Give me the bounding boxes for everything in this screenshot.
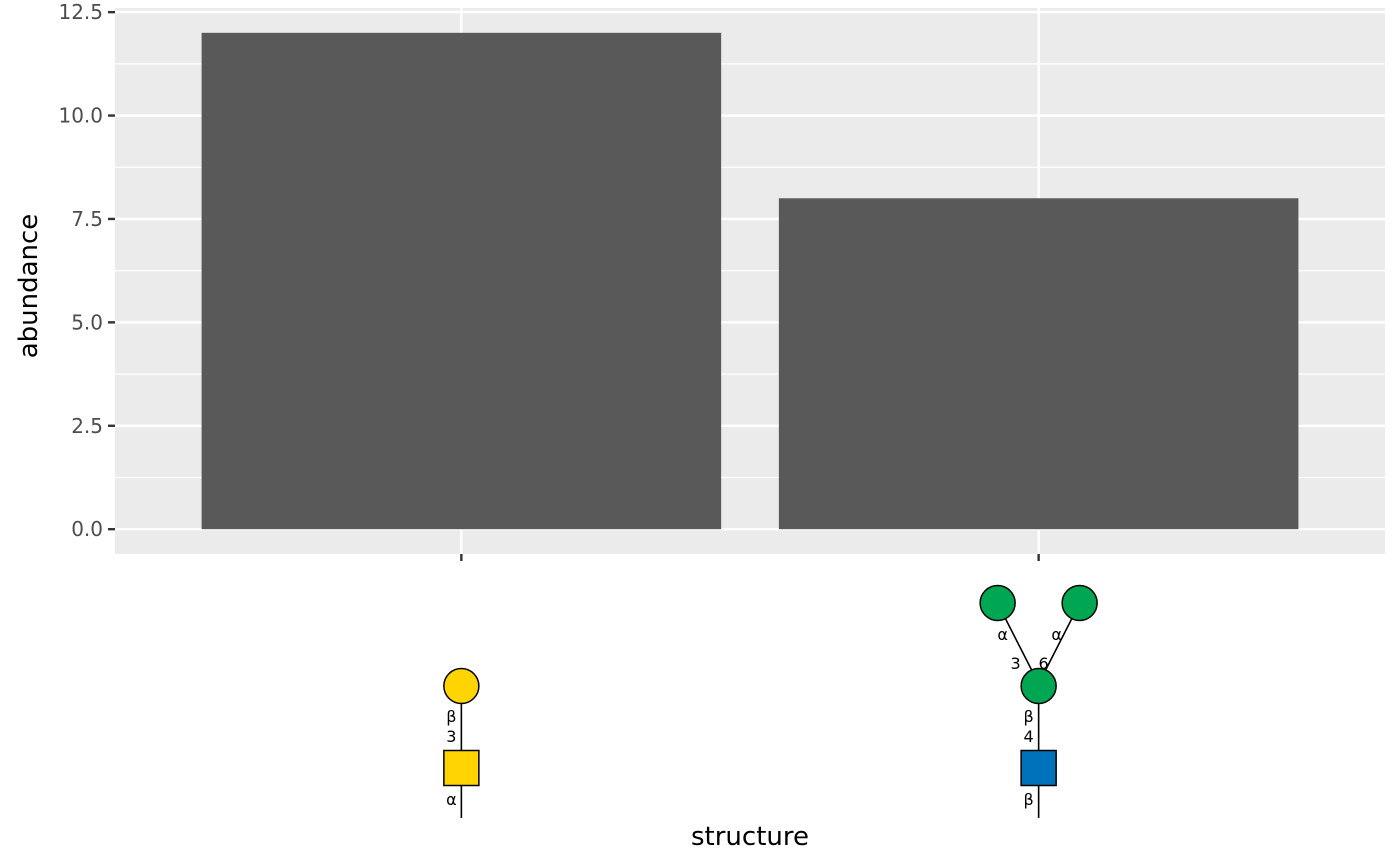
square-residue-icon [1020, 749, 1057, 787]
glycan-structure: α β3 [443, 667, 480, 818]
bar [201, 32, 722, 530]
linkage-label: β [1024, 707, 1034, 726]
y-tick-label: 12.5 [58, 0, 103, 24]
y-axis-title: abundance [14, 214, 44, 359]
y-tick-label: 2.5 [71, 414, 103, 438]
x-axis [460, 554, 1040, 561]
linkage-label: α [446, 790, 457, 809]
linkage-label: α [1051, 625, 1062, 644]
y-tick-label: 7.5 [71, 207, 103, 231]
bar [778, 198, 1299, 530]
y-tick-label: 5.0 [71, 310, 103, 334]
linkage-label: 4 [1024, 727, 1034, 746]
y-tick-label: 0.0 [71, 517, 103, 541]
glycosidic-link [1044, 618, 1073, 671]
linkage-label: 3 [446, 727, 456, 746]
y-tick-label: 10.0 [58, 104, 103, 128]
x-axis-title: structure [691, 822, 809, 852]
linkage-label: β [1024, 790, 1034, 809]
linkage-label: 3 [1011, 654, 1021, 673]
linkage-label: 6 [1039, 654, 1049, 673]
square-residue-icon [443, 749, 480, 787]
circle-residue-icon [1061, 584, 1098, 622]
circle-residue-icon [1020, 667, 1057, 705]
glycosidic-link [1004, 618, 1033, 671]
bars [201, 32, 1299, 530]
linkage-label: β [446, 707, 456, 726]
linkage-label: α [997, 625, 1008, 644]
y-axis: 0.0 2.5 5.0 7.5 10.0 12.5 [58, 0, 115, 541]
circle-residue-icon [443, 667, 480, 705]
circle-residue-icon [979, 584, 1016, 622]
